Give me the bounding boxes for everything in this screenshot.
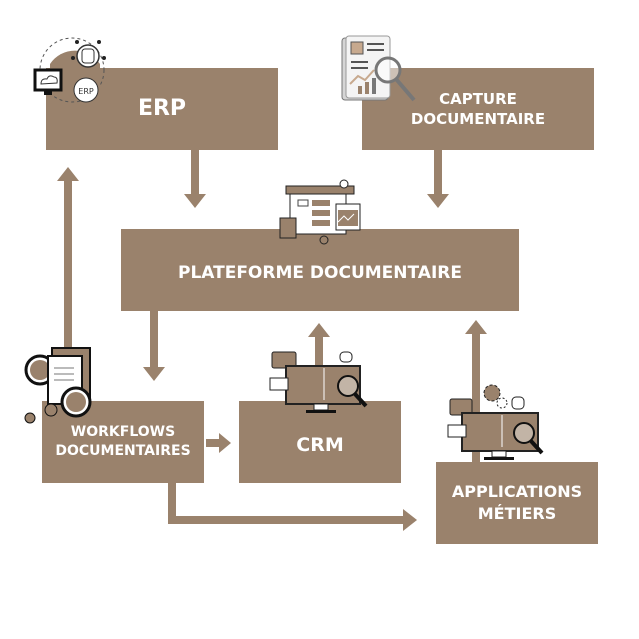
crm-label: CRM — [296, 434, 344, 457]
workflow-board-icon — [279, 179, 361, 245]
applications-node: APPLICATIONS MÉTIERS — [436, 462, 598, 544]
crm-node: CRM — [239, 401, 401, 483]
capture-label-line1: CAPTURE — [439, 89, 517, 108]
monitor-dashboard-icon — [269, 351, 368, 413]
monitor-gears-icon — [447, 384, 544, 460]
document-analysis-icon — [341, 35, 416, 102]
workflows-label-line1: WORKFLOWS — [70, 424, 176, 441]
capture-label-line2: DOCUMENTAIRE — [410, 110, 546, 128]
applications-label-line2: MÉTIERS — [477, 504, 557, 523]
svg-text:ERP: ERP — [78, 87, 94, 96]
workflows-label-line2: DOCUMENTAIRES — [55, 443, 191, 459]
applications-label-line1: APPLICATIONS — [451, 482, 583, 502]
shared-folder-users-icon — [24, 347, 92, 424]
erp-network-icon: ERP — [33, 37, 106, 103]
erp-label: ERP — [137, 96, 187, 122]
workflows-node: WORKFLOWS DOCUMENTAIRES — [42, 401, 204, 483]
plateforme-node: PLATEFORME DOCUMENTAIRE — [121, 229, 519, 311]
plateforme-label: PLATEFORME DOCUMENTAIRE — [177, 262, 462, 283]
